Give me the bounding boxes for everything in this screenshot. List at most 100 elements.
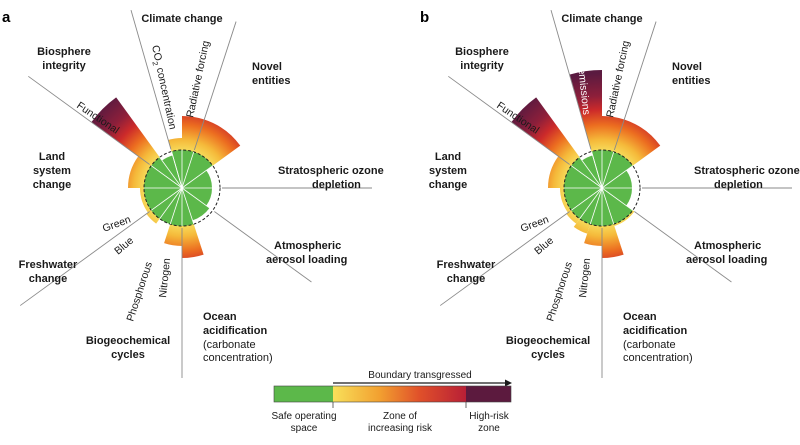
ocean-note-2: concentration) <box>623 352 693 364</box>
core-divider-2 <box>601 151 615 189</box>
panel-a <box>19 10 372 378</box>
aerosol-label-1: Atmospheric <box>274 240 341 252</box>
category-separator-0 <box>130 10 172 150</box>
novel-entities-label-1: Novel <box>672 61 702 73</box>
core-divider-8 <box>589 187 603 225</box>
core-divider-8 <box>169 187 183 225</box>
core-divider-2 <box>181 151 195 189</box>
category-separator-3 <box>634 211 732 283</box>
core-divider-13 <box>579 157 603 189</box>
ozone-label-1: Stratospheric ozone <box>694 165 800 177</box>
freshwater-label-1: Freshwater <box>437 259 496 271</box>
freshwater-label-1: Freshwater <box>19 259 78 271</box>
ocean-note-2: concentration) <box>203 352 273 364</box>
blue-sublabel: Blue <box>532 234 556 257</box>
ocean-note-1: (carbonate <box>623 339 676 351</box>
legend-high-label-1: High-risk <box>469 411 509 422</box>
novel-entities-label-2: entities <box>252 75 291 87</box>
core-divider-3 <box>601 165 633 189</box>
co2-sublabel: CO2 emissions <box>571 45 592 116</box>
aerosol-label-2: aerosol loading <box>266 254 347 266</box>
biogeochemical-label-1: Biogeochemical <box>86 335 170 347</box>
category-separator-1 <box>613 21 657 151</box>
core-divider-13 <box>159 157 183 189</box>
aerosol-label-2: aerosol loading <box>686 254 767 266</box>
land-system-label-3: change <box>33 179 72 191</box>
wedge-landsystem-safe <box>564 188 602 211</box>
panel-b <box>439 10 792 378</box>
biogeochemical-label-2: cycles <box>111 349 145 361</box>
ocean-label-2: acidification <box>203 325 267 337</box>
nitrogen-sublabel: Nitrogen <box>157 257 173 298</box>
wedge-ocean-safe <box>182 188 210 221</box>
wedge-genetic-safe <box>571 157 602 188</box>
green-sublabel: Green <box>519 214 551 235</box>
core-divider-14 <box>591 151 603 189</box>
wedge-functional-safe <box>144 165 182 188</box>
biosphere-label-2: integrity <box>460 60 504 72</box>
ocean-label-1: Ocean <box>203 311 237 323</box>
wedge-biosphere-gap-safe <box>162 155 182 188</box>
wedge-green-safe <box>151 188 182 219</box>
legend-safe-label-2: space <box>291 423 318 434</box>
category-separator-6 <box>28 75 150 165</box>
wedge-novel-safe <box>602 151 633 188</box>
category-separator-5 <box>439 211 570 306</box>
category-separator-6 <box>448 75 570 165</box>
wedge-aerosol-safe <box>182 188 212 206</box>
core-divider-3 <box>181 165 213 189</box>
biosphere-label-1: Biosphere <box>37 46 91 58</box>
ozone-label-1: Stratospheric ozone <box>278 165 384 177</box>
wedge-blue-safe <box>159 188 182 225</box>
core-divider-12 <box>571 165 603 189</box>
legend-high-label-2: zone <box>478 423 500 434</box>
category-separator-3 <box>214 211 312 283</box>
biosphere-label-2: integrity <box>42 60 86 72</box>
legend-border <box>273 385 512 403</box>
boundary-transgressed-label: Boundary transgressed <box>368 370 471 381</box>
biosphere-label-1: Biosphere <box>455 46 509 58</box>
legend-safe-swatch <box>274 386 333 402</box>
wedge-landsystem-safe <box>144 188 182 211</box>
land-system-label-2: system <box>429 165 467 177</box>
transgressed-arrowhead-icon <box>505 379 512 387</box>
novel-entities-label-1: Novel <box>252 61 282 73</box>
category-separator-1 <box>193 21 237 151</box>
wedge-ocean-safe <box>602 188 633 225</box>
biogeochemical-label-2: cycles <box>531 349 565 361</box>
core-divider-9 <box>159 187 183 219</box>
core-divider-14 <box>171 151 183 189</box>
legend: Boundary transgressed Safe operating spa… <box>271 370 512 434</box>
core-divider-6 <box>181 187 195 225</box>
wedge-genetic-safe <box>151 157 182 188</box>
core-divider-5 <box>181 187 213 211</box>
phosphorous-sublabel: Phosphorous <box>124 260 155 323</box>
land-system-label-2: system <box>33 165 71 177</box>
wedge-green-safe <box>571 188 602 219</box>
legend-zone-swatch <box>333 386 466 402</box>
phosphorous-sublabel: Phosphorous <box>544 260 575 323</box>
legend-safe-label-1: Safe operating <box>271 411 336 422</box>
co2-sublabel: CO2 concentration <box>147 44 179 131</box>
green-sublabel: Green <box>101 214 133 235</box>
wedge-biosphere-gap-safe <box>582 155 602 188</box>
category-separator-5 <box>19 211 150 306</box>
panel-b-letter: b <box>420 9 429 26</box>
core-divider-10 <box>151 187 183 211</box>
core-divider-10 <box>571 187 603 211</box>
land-system-label-1: Land <box>39 151 65 163</box>
core-divider-6 <box>601 187 615 225</box>
wedge-ozone-safe <box>182 170 212 188</box>
wedge-aerosol-safe <box>602 188 632 206</box>
climate-change-label: Climate change <box>561 13 642 25</box>
wedge-ozone-safe <box>602 170 632 188</box>
core-divider-9 <box>579 187 603 219</box>
wedge-novel-safe <box>182 151 213 188</box>
freshwater-label-2: change <box>447 273 486 285</box>
ocean-label-1: Ocean <box>623 311 657 323</box>
biogeochemical-label-1: Biogeochemical <box>506 335 590 347</box>
ocean-note-1: (carbonate <box>203 339 256 351</box>
blue-sublabel: Blue <box>112 234 136 257</box>
land-system-label-3: change <box>429 179 468 191</box>
